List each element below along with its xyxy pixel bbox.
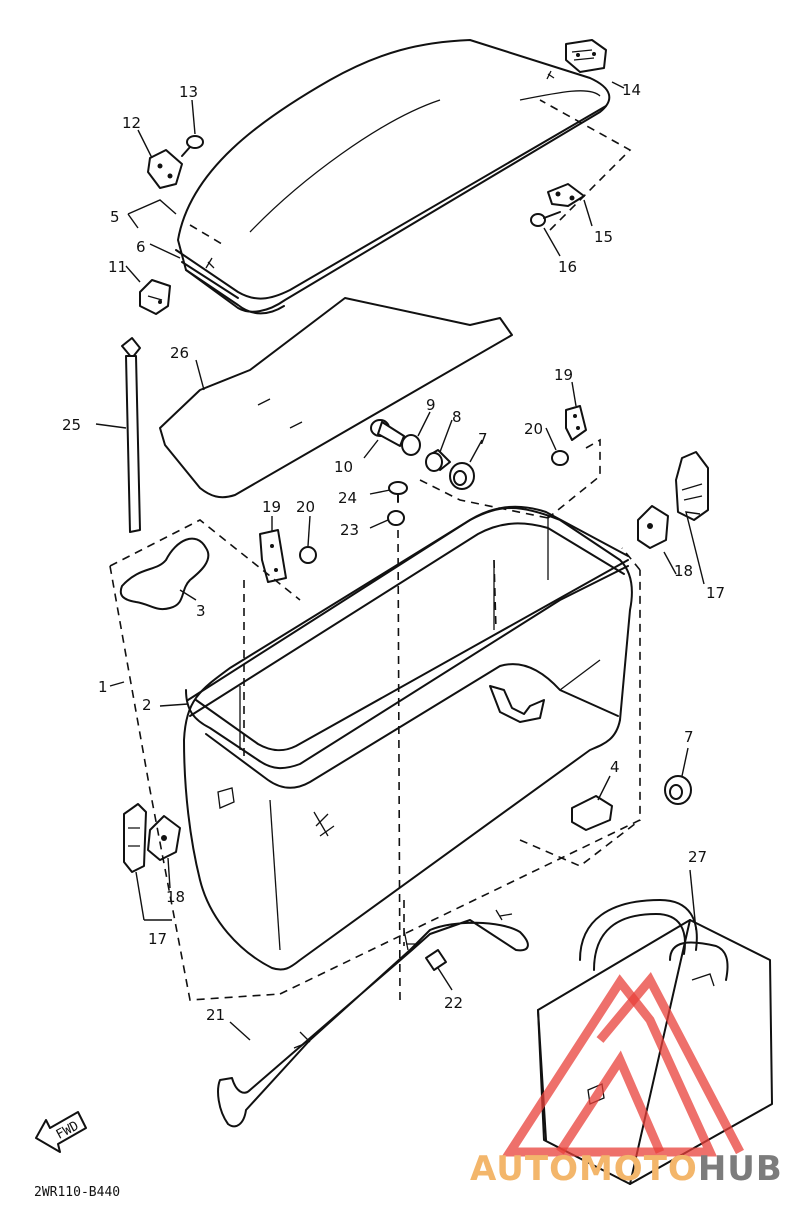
- part-7-grommet-a: [449, 462, 475, 490]
- callout-8: 8: [452, 408, 462, 426]
- callout-5: 5: [110, 208, 120, 226]
- part-22-clip: [425, 949, 447, 971]
- leader-lines: [95, 81, 705, 1041]
- part-7-grommet-b: [664, 775, 692, 805]
- part-14-latch: [565, 39, 607, 73]
- callout-16: 16: [558, 258, 577, 276]
- callout-1: 1: [98, 678, 108, 696]
- part-20-nut-a: [551, 450, 569, 466]
- callout-2: 2: [142, 696, 152, 714]
- diagram-code: 2WR110-B440: [34, 1185, 120, 1200]
- callout-4: 4: [610, 758, 620, 776]
- part-11-bracket: [139, 279, 171, 315]
- part-4-rubber: [571, 795, 613, 831]
- callout-17-right: 17: [706, 584, 725, 602]
- callout-18-right: 18: [674, 562, 693, 580]
- callout-labels: 13 12 14 5 6 11 15 16 26 25 9 8 7 10 19 …: [62, 81, 725, 1024]
- callout-14: 14: [622, 81, 641, 99]
- callout-7-bottom: 7: [684, 728, 694, 746]
- part-13-screw: [181, 135, 204, 157]
- callout-24: 24: [338, 489, 357, 507]
- callout-22: 22: [444, 994, 463, 1012]
- case-body: [183, 505, 633, 971]
- part-17-lock-left: [123, 803, 181, 873]
- callout-18-left: 18: [166, 888, 185, 906]
- part-19-clip-b: [259, 529, 287, 583]
- part-10-bolt: [370, 419, 405, 447]
- part-23-grommet: [387, 510, 405, 526]
- part-8-spacer: [425, 449, 451, 472]
- callout-19-left: 19: [262, 498, 281, 516]
- part-21-bracket: [217, 909, 529, 1128]
- part-20-nut-b: [299, 546, 317, 564]
- callout-25: 25: [62, 416, 81, 434]
- callout-11: 11: [108, 258, 127, 276]
- fwd-arrow: FWD: [35, 1111, 87, 1153]
- part-24-screw: [388, 481, 408, 503]
- part-3-gasket: [119, 537, 210, 611]
- callout-9: 9: [426, 396, 436, 414]
- assembly-dashed-lines: [109, 99, 641, 1001]
- callout-23: 23: [340, 521, 359, 539]
- part-17-lock-right: [637, 451, 709, 549]
- callout-10: 10: [334, 458, 353, 476]
- watermark-text-1: AUTOMOTOHUB: [470, 1149, 783, 1189]
- part-9-washer: [401, 434, 421, 456]
- callout-20-right: 20: [524, 420, 543, 438]
- lid-part: [175, 39, 611, 315]
- part-12-pad: [147, 149, 183, 189]
- part-19-clip-a: [565, 405, 587, 441]
- part-15-plate: [547, 183, 585, 207]
- callout-13: 13: [179, 83, 198, 101]
- callout-19-right: 19: [554, 366, 573, 384]
- part-16-screw: [530, 211, 561, 227]
- callout-17-left: 17: [148, 930, 167, 948]
- callout-12: 12: [122, 114, 141, 132]
- watermark-logo: AUTOMOTOHUB: [470, 971, 783, 1189]
- callout-15: 15: [594, 228, 613, 246]
- callout-7-top: 7: [478, 430, 488, 448]
- part-26-mat: [159, 297, 513, 499]
- callout-21: 21: [206, 1006, 225, 1024]
- callout-3: 3: [196, 602, 206, 620]
- callout-6: 6: [136, 238, 146, 256]
- callout-27: 27: [688, 848, 707, 866]
- callout-26: 26: [170, 344, 189, 362]
- callout-20-left: 20: [296, 498, 315, 516]
- part-25-strap: [121, 337, 141, 533]
